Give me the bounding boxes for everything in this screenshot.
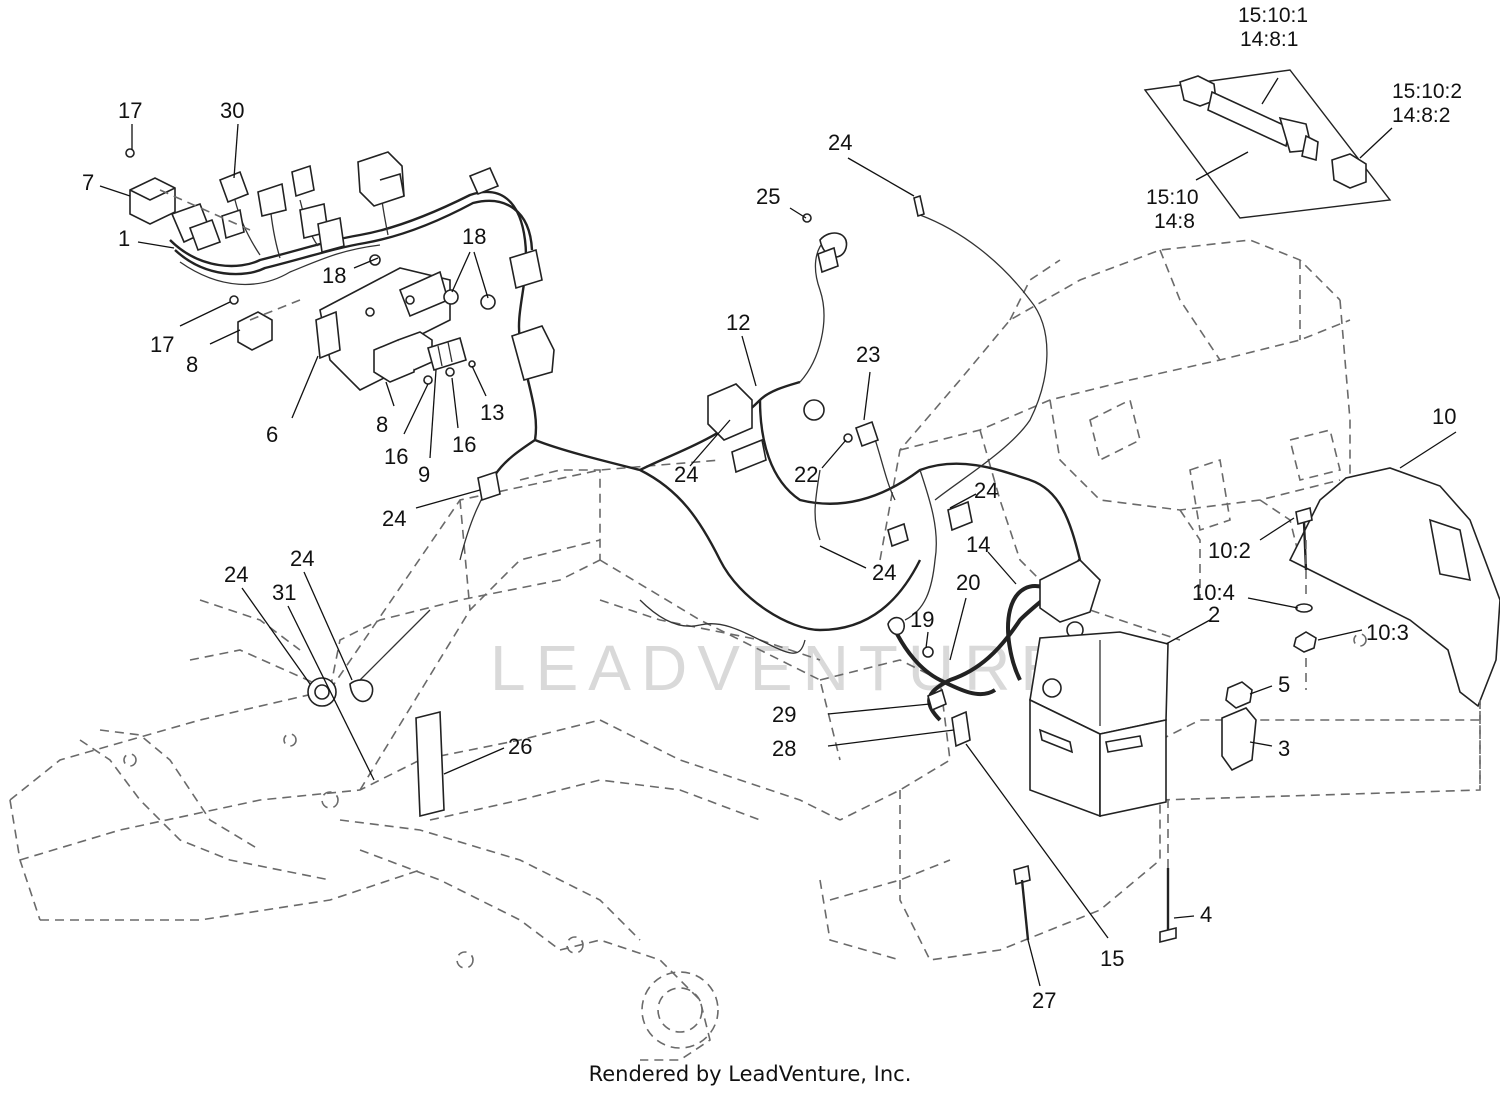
callout-6: 6 [266,422,278,447]
callout-9: 9 [418,462,430,487]
callout-16-right: 16 [452,432,476,457]
callout-24-socket-right: 24 [290,546,314,571]
callout-24-socket-left: 24 [224,562,248,587]
callout-17-bottom: 17 [150,332,174,357]
callout-labels: 17 30 7 1 18 18 17 8 6 8 16 9 16 13 12 2… [82,98,1456,1013]
callout-8-left: 8 [186,352,198,377]
callout-12: 12 [726,310,750,335]
callout-24-left: 24 [382,506,406,531]
callout-2: 2 [1208,602,1220,627]
inset-label-bottom-1: 15:10 [1146,186,1199,209]
callout-30: 30 [220,98,244,123]
callout-8-right: 8 [376,412,388,437]
callout-18-right: 18 [462,224,486,249]
callout-17-top: 17 [118,98,142,123]
callout-25: 25 [756,184,780,209]
mower-frame [9,239,1481,1061]
callout-10-2: 10:2 [1208,538,1251,563]
callout-7: 7 [82,170,94,195]
inset-label-right-2: 14:8:2 [1392,104,1450,127]
inset-label-right-1: 15:10:2 [1392,80,1462,103]
callout-13: 13 [480,400,504,425]
callout-24-top: 24 [828,130,852,155]
inset-label-bottom-2: 14:8 [1154,210,1195,233]
components [125,148,1500,944]
callout-15: 15 [1100,946,1124,971]
callout-14: 14 [966,532,990,557]
callout-27: 27 [1032,988,1056,1013]
callout-22: 22 [794,462,818,487]
callout-16-left: 16 [384,444,408,469]
inset-detail: 15:10:1 14:8:1 15:10:2 14:8:2 15:10 14:8 [1143,4,1462,233]
callout-26: 26 [508,734,532,759]
callout-10: 10 [1432,404,1456,429]
callout-28: 28 [772,736,796,761]
callout-29: 29 [772,702,796,727]
callout-18-left: 18 [322,263,346,288]
callout-10-4: 10:4 [1192,580,1235,605]
leader-lines [99,123,1457,987]
footer-credit: Rendered by LeadVenture, Inc. [588,1062,912,1086]
callout-24-lower: 24 [872,560,896,585]
inset-label-top-2: 14:8:1 [1240,28,1298,51]
assembly-guides [159,189,1481,868]
callout-10-3: 10:3 [1366,620,1409,645]
callout-1: 1 [118,226,130,251]
inset-label-top-1: 15:10:1 [1238,4,1308,27]
callout-4: 4 [1200,902,1212,927]
callout-19: 19 [910,607,934,632]
callout-3: 3 [1278,736,1290,761]
callout-5: 5 [1278,672,1290,697]
callout-24-right: 24 [974,478,998,503]
callout-23: 23 [856,342,880,367]
callout-20: 20 [956,570,980,595]
callout-24-center: 24 [674,462,698,487]
callout-31: 31 [272,580,296,605]
